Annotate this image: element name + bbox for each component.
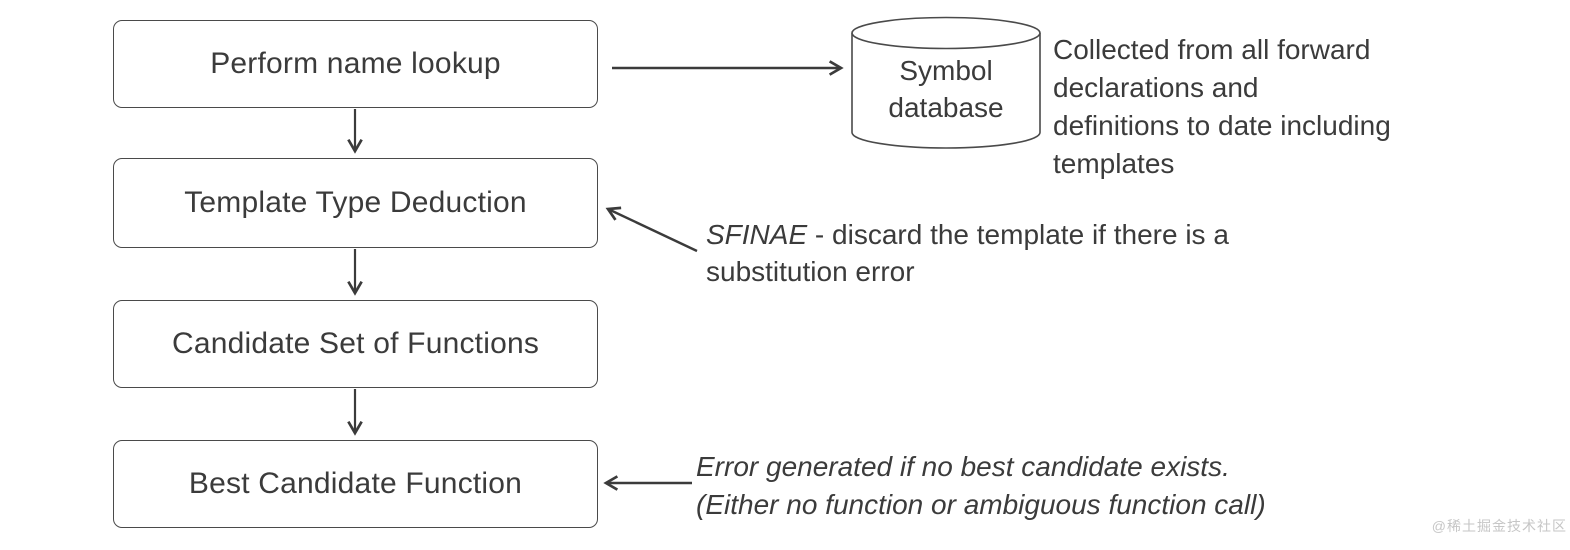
flow-box-best-candidate: Best Candidate Function [113, 440, 598, 528]
flow-box-label: Best Candidate Function [188, 467, 523, 500]
flow-box-perform-name-lookup: Perform name lookup [113, 20, 598, 108]
flow-box-label: Candidate Set of Functions [171, 327, 540, 360]
note-error-generated: Error generated if no best candidate exi… [696, 448, 1396, 524]
database-label: Symbol database [852, 52, 1040, 126]
flow-box-label: Template Type Deduction [184, 186, 527, 219]
note-sfinae: SFINAE - discard the template if there i… [706, 216, 1346, 290]
note-line: SFINAE - discard the template if there i… [706, 216, 1346, 253]
sfinae-term: SFINAE [706, 219, 808, 250]
sfinae-rest: - discard the template if there is a [807, 219, 1229, 250]
note-line: templates [1053, 148, 1175, 179]
note-line: Collected from all forward [1053, 34, 1371, 65]
flow-box-candidate-set: Candidate Set of Functions [113, 300, 598, 388]
arrow-sfinae-to-deduction [605, 206, 698, 253]
watermark: @稀土掘金技术社区 [1431, 518, 1567, 534]
note-line: declarations and [1053, 72, 1259, 103]
database-label-line1: Symbol [899, 55, 993, 86]
note-line: substitution error [706, 256, 915, 287]
database-label-line2: database [888, 92, 1004, 123]
note-line: definitions to date including [1053, 110, 1391, 141]
note-collected-from-declarations: Collected from all forward declarations … [1053, 31, 1513, 183]
note-line: Error generated if no best candidate exi… [696, 451, 1230, 482]
flow-box-label: Perform name lookup [210, 47, 501, 80]
note-line: (Either no function or ambiguous functio… [696, 489, 1266, 520]
flow-box-template-type-deduction: Template Type Deduction [113, 158, 598, 248]
